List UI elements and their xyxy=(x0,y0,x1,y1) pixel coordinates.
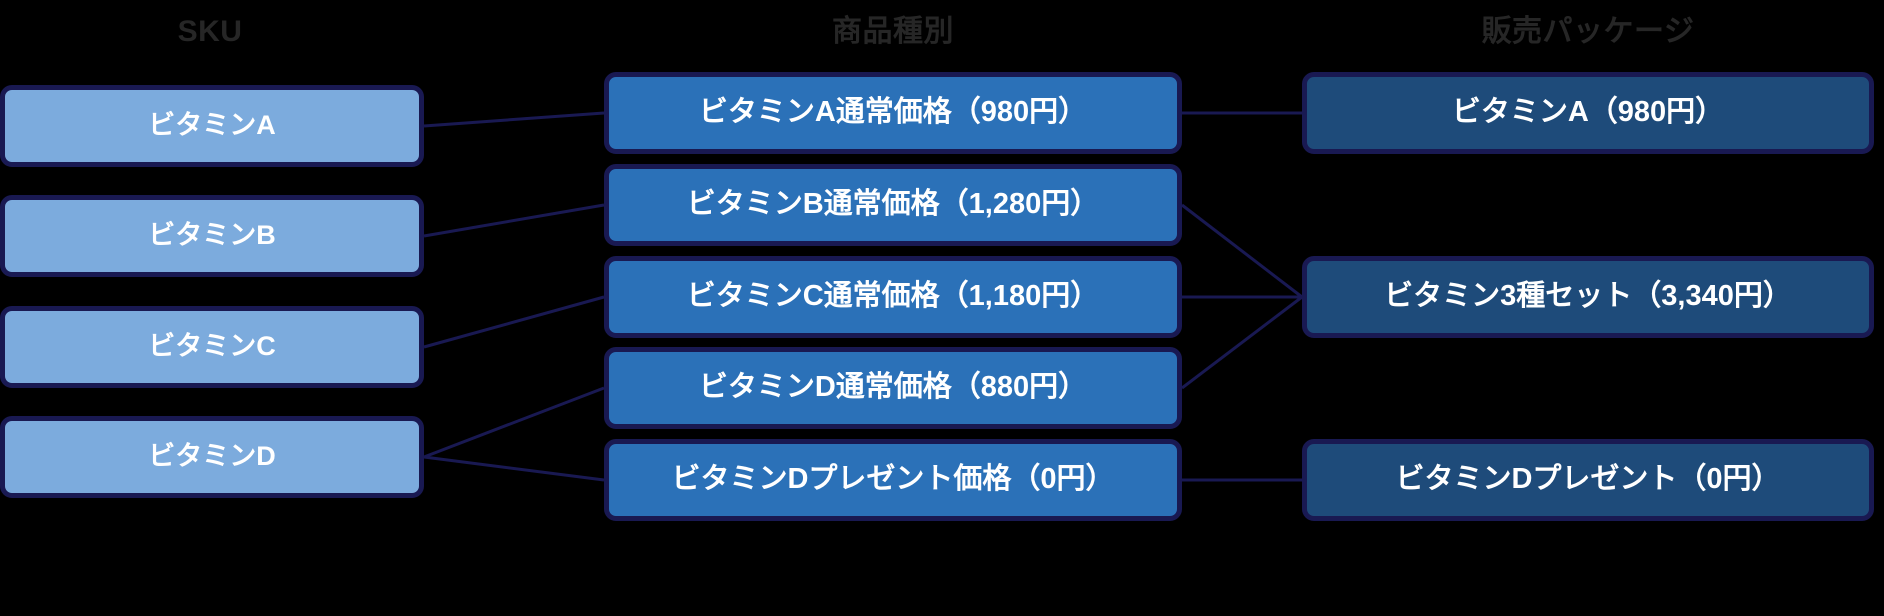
node-pack-vitamin-d-present[interactable]: ビタミンDプレゼント（0円） xyxy=(1302,439,1874,521)
node-sku-vitamin-a[interactable]: ビタミンA xyxy=(0,85,424,167)
column-header-sku: SKU xyxy=(177,15,243,48)
edge-sku-a-to-kind-a xyxy=(423,111,605,128)
edge-kind-b-to-pack-set3 xyxy=(1181,203,1303,299)
edge-sku-d-to-kind-d-present xyxy=(423,455,605,482)
node-kind-vitamin-d-present[interactable]: ビタミンDプレゼント価格（0円） xyxy=(604,439,1182,521)
edge-sku-b-to-kind-b xyxy=(423,203,605,238)
node-pack-vitamin-3set[interactable]: ビタミン3種セット（3,340円） xyxy=(1302,256,1874,338)
edge-sku-d-to-kind-d xyxy=(423,386,605,459)
column-header-kind: 商品種別 xyxy=(832,15,954,48)
edge-kind-d-to-pack-set3 xyxy=(1181,295,1303,390)
node-kind-vitamin-c-regular[interactable]: ビタミンC通常価格（1,180円） xyxy=(604,256,1182,338)
node-kind-vitamin-a-regular[interactable]: ビタミンA通常価格（980円） xyxy=(604,72,1182,154)
column-header-pack: 販売パッケージ xyxy=(1481,15,1695,48)
node-sku-vitamin-c[interactable]: ビタミンC xyxy=(0,306,424,388)
edge-sku-c-to-kind-c xyxy=(423,295,605,349)
node-kind-vitamin-d-regular[interactable]: ビタミンD通常価格（880円） xyxy=(604,347,1182,429)
node-sku-vitamin-b[interactable]: ビタミンB xyxy=(0,195,424,277)
node-sku-vitamin-d[interactable]: ビタミンD xyxy=(0,416,424,498)
node-pack-vitamin-a[interactable]: ビタミンA（980円） xyxy=(1302,72,1874,154)
node-kind-vitamin-b-regular[interactable]: ビタミンB通常価格（1,280円） xyxy=(604,164,1182,246)
